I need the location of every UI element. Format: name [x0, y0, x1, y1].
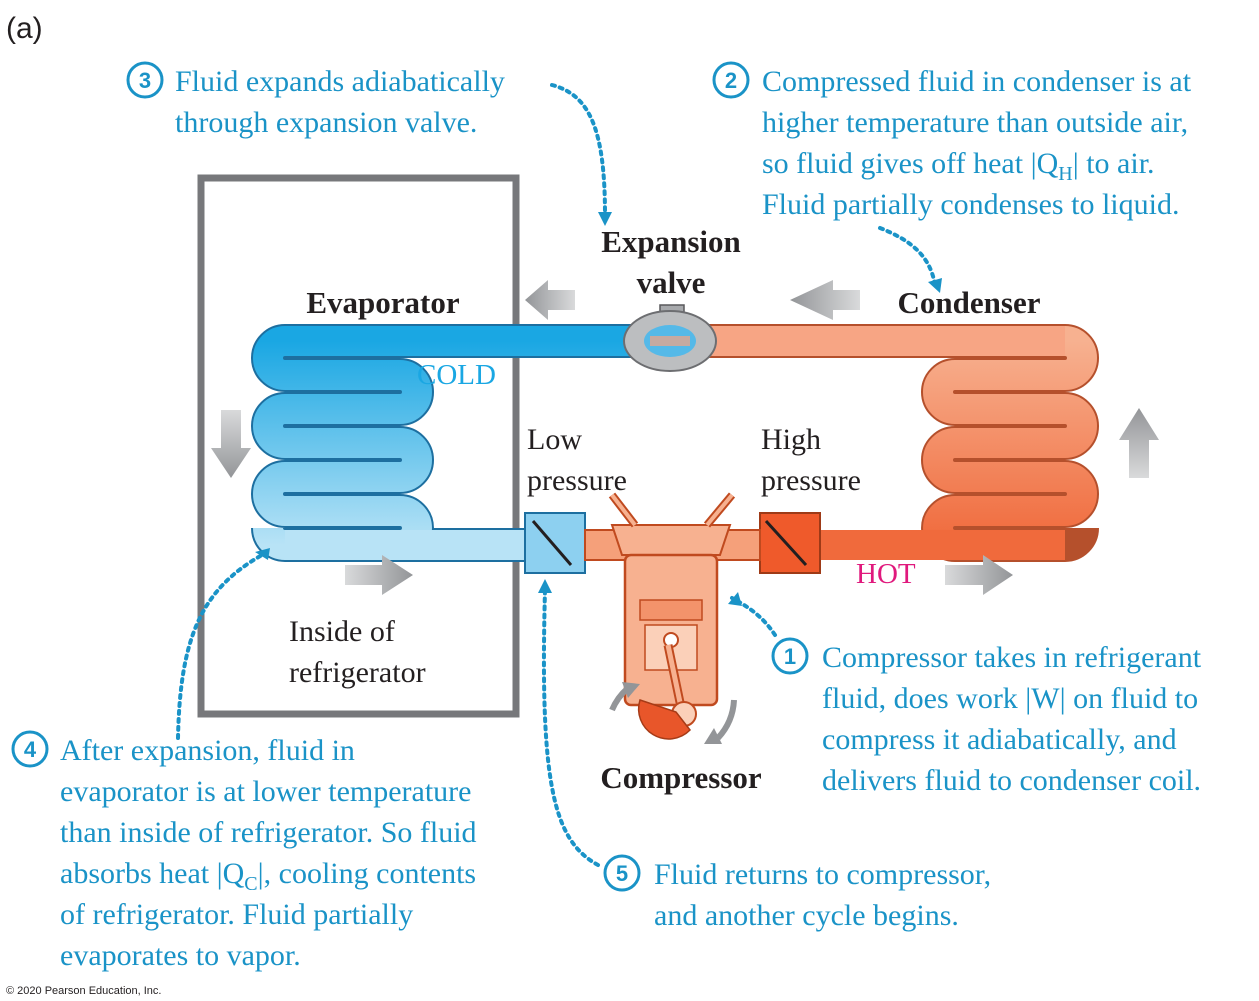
callout-4-line1: After expansion, fluid in: [60, 734, 355, 767]
low-pressure-valve: [524, 512, 586, 574]
expansion-valve-label-line1: Expansion: [601, 224, 741, 259]
callout-2-line4: Fluid partially condenses to liquid.: [762, 188, 1179, 221]
callout-3-line2: through expansion valve.: [175, 106, 477, 139]
evaporator-label: Evaporator: [306, 285, 460, 320]
flow-arrow-right-bottom: [345, 555, 413, 595]
leader-3: [550, 83, 607, 217]
compressor-label: Compressor: [600, 760, 762, 795]
inside-label-line2: refrigerator: [289, 656, 426, 689]
high-pressure-valve: [759, 512, 821, 574]
svg-text:1: 1: [784, 644, 796, 669]
svg-text:4: 4: [24, 737, 37, 762]
callout-4-line3: than inside of refrigerator. So fluid: [60, 816, 477, 849]
callout-1-line1: Compressor takes in refrigerant: [822, 641, 1202, 674]
high-pressure-label-line1: High: [761, 423, 821, 456]
leader-5: [541, 588, 600, 867]
callout-1-line3: compress it adiabatically, and: [822, 723, 1177, 756]
callout-5-line1: Fluid returns to compressor,: [654, 858, 991, 891]
callout-4-number: 4: [11, 730, 49, 768]
leader-arrowheads: [255, 212, 942, 606]
callout-4-line2: evaporator is at lower temperature: [60, 775, 471, 808]
leader-1: [730, 596, 777, 637]
callout-5-number: 5: [603, 854, 641, 892]
callout-3-number: 3: [126, 61, 164, 99]
panel-label: (a): [6, 12, 43, 45]
refrigerator-box: [197, 174, 520, 718]
svg-text:2: 2: [725, 68, 737, 93]
svg-text:5: 5: [616, 861, 628, 886]
flow-arrow-left-top-right: [790, 280, 860, 320]
flow-arrow-up: [1119, 408, 1159, 478]
callout-2-line3: so fluid gives off heat |QH| to air.: [762, 147, 1155, 185]
inside-label-line1: Inside of: [289, 615, 395, 648]
leader-4: [176, 553, 264, 740]
cold-label: COLD: [417, 359, 496, 391]
high-pressure-label-line2: pressure: [761, 464, 861, 497]
callout-5-line2: and another cycle begins.: [654, 899, 959, 932]
callout-1-line4: delivers fluid to condenser coil.: [822, 764, 1201, 797]
rotation-arrows: [609, 682, 737, 744]
callout-2-line1: Compressed fluid in condenser is at: [762, 65, 1192, 98]
callout-1-line2: fluid, does work |W| on fluid to: [822, 682, 1198, 715]
callout-2-line2: higher temperature than outside air,: [762, 106, 1188, 139]
callout-3-line1: Fluid expands adiabatically: [175, 65, 505, 98]
leader-2: [878, 226, 937, 287]
condenser-coil: [690, 324, 1099, 562]
callout-4-line4: absorbs heat |QC|, cooling contents: [60, 857, 476, 895]
compressor: [584, 492, 761, 740]
expansion-valve-label-line2: valve: [637, 265, 706, 300]
condenser-label: Condenser: [898, 285, 1041, 320]
flow-arrow-right-hot: [945, 555, 1013, 595]
low-pressure-label-line2: pressure: [527, 464, 627, 497]
leader-lines: [176, 83, 937, 867]
evaporator-coil: [251, 324, 650, 562]
callout-4-line6: evaporates to vapor.: [60, 939, 301, 972]
hot-label: HOT: [856, 558, 916, 590]
callout-1-number: 1: [771, 637, 809, 675]
callout-4-line5: of refrigerator. Fluid partially: [60, 898, 413, 931]
low-pressure-label-line1: Low: [527, 423, 582, 456]
copyright-notice: © 2020 Pearson Education, Inc.: [6, 985, 161, 997]
flow-arrow-down: [211, 410, 251, 478]
svg-text:3: 3: [139, 68, 151, 93]
flow-arrow-left-top: [525, 280, 575, 320]
expansion-valve: [623, 304, 717, 372]
callout-2-number: 2: [712, 61, 750, 99]
